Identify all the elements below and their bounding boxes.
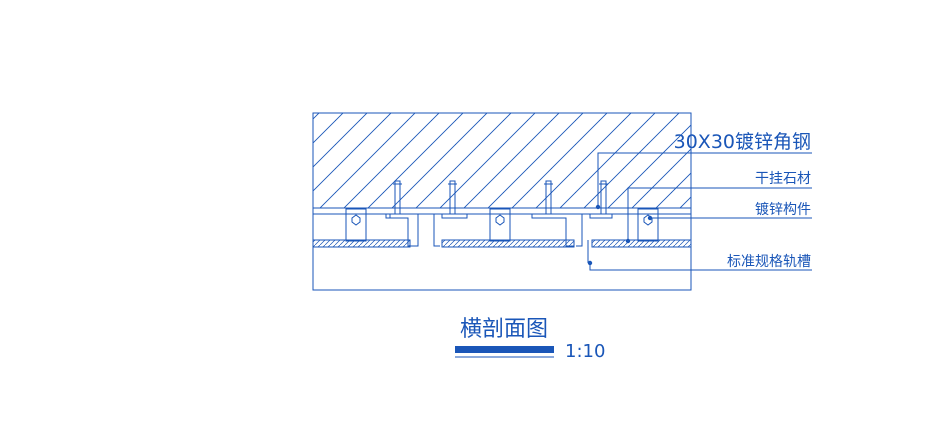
label-stone: 干挂石材 (755, 171, 811, 187)
leader-dots (587, 204, 653, 266)
stone-panels (312, 239, 692, 248)
drawing-title: 横剖面图 (460, 317, 548, 342)
title-underline-thick (455, 346, 554, 353)
channel-rails (385, 214, 613, 247)
label-angle-steel: 30X30镀锌角钢 (674, 131, 811, 153)
connector-plates (345, 208, 659, 242)
leader-lines (587, 152, 812, 271)
wall-hatch (312, 112, 692, 209)
label-connector: 镀锌构件 (755, 201, 811, 218)
anchor-bolts (393, 180, 608, 215)
drawing-scale: 1:10 (565, 341, 605, 362)
label-channel: 标准规格轨槽 (727, 254, 811, 270)
